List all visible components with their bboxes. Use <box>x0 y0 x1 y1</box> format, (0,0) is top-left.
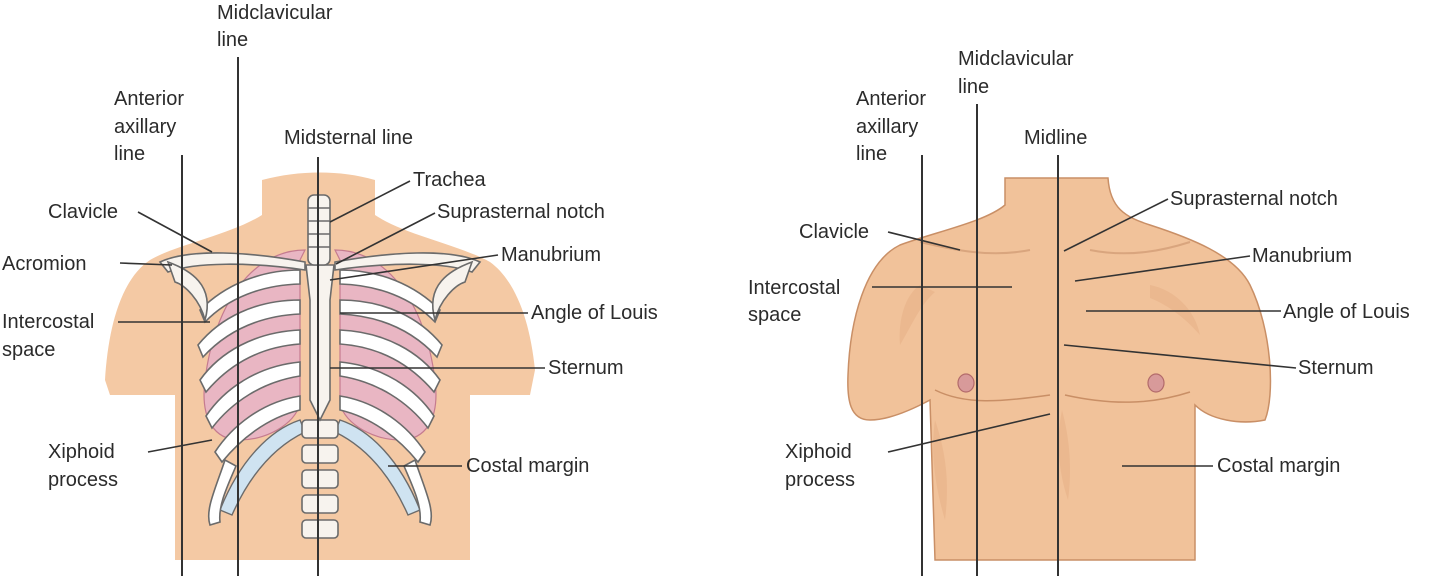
right-xiphoid-process-leader <box>887 413 1051 453</box>
left-spine <box>301 419 339 539</box>
left-sternum <box>305 264 335 422</box>
left-intercostal-space-label: Intercostal space <box>2 311 100 361</box>
left-suprasternal-notch-leader <box>335 212 436 265</box>
right-sternum-label: Sternum <box>1298 357 1374 379</box>
left-xiphoid-process-leader <box>147 439 213 453</box>
right-intercostal-space-label: Intercostal space <box>748 277 846 326</box>
left-sternum-label: Sternum <box>548 357 624 379</box>
right-midclavicular-label: Midclavicular line <box>958 48 1079 98</box>
left-midsternal-line-label: Midsternal line <box>284 127 413 149</box>
left-manubrium-label: Manubrium <box>501 244 601 266</box>
right-suprasternal-notch-leader <box>1063 198 1169 252</box>
right-costal-margin-label: Costal margin <box>1217 455 1340 477</box>
right-clavicle-label: Clavicle <box>799 221 869 243</box>
right-anterior-axillary-label: Anterior axillary line <box>856 88 932 165</box>
right-sternum-leader <box>1063 344 1297 369</box>
right-xiphoid-process-label: Xiphoid process <box>785 441 857 491</box>
right-manubrium-label: Manubrium <box>1252 245 1352 267</box>
left-costal-margin-label: Costal margin <box>466 455 589 477</box>
left-ribcage <box>197 269 443 526</box>
left-clavicle-label: Clavicle <box>48 201 118 223</box>
left-trachea-label: Trachea <box>413 169 487 191</box>
right-surface-shading <box>899 241 1200 520</box>
right-midline-label: Midline <box>1024 127 1087 149</box>
left-shoulder-girdle <box>158 252 482 324</box>
left-manubrium-leader <box>329 254 499 281</box>
right-suprasternal-notch-label: Suprasternal notch <box>1170 188 1338 210</box>
right-clavicle-leader <box>887 231 961 251</box>
left-suprasternal-notch-label: Suprasternal notch <box>437 201 605 223</box>
left-acromion-leader <box>119 262 173 266</box>
left-midclavicular-label: Midclavicular line <box>217 2 338 51</box>
left-anterior-axillary-label: Anterior axillary line <box>114 88 190 165</box>
left-figure: Midclavicular line Anterior axillary lin… <box>2 2 658 576</box>
left-clavicle-leader <box>137 211 213 253</box>
left-xiphoid-process-label: Xiphoid process <box>48 441 120 491</box>
right-manubrium-leader <box>1074 255 1251 282</box>
right-angle-of-louis-label: Angle of Louis <box>1283 301 1410 323</box>
left-angle-of-louis-label: Angle of Louis <box>531 302 658 324</box>
right-figure: Midclavicular line Anterior axillary lin… <box>748 48 1410 576</box>
right-torso-silhouette <box>847 177 1272 561</box>
left-trachea-leader <box>329 180 411 223</box>
left-acromion-label: Acromion <box>2 253 86 275</box>
right-nipples <box>957 373 1165 393</box>
